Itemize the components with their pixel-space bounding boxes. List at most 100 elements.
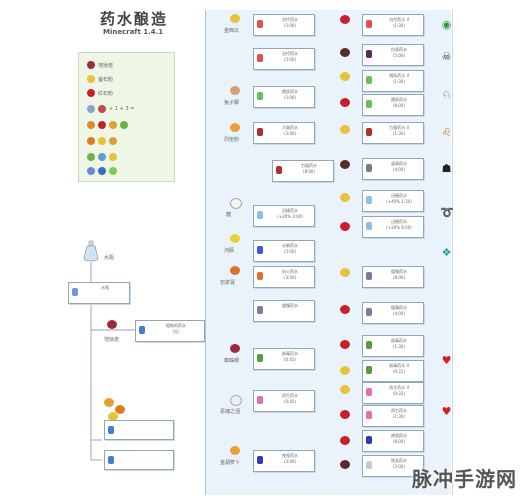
divider xyxy=(452,10,453,495)
glowstone-icon xyxy=(340,72,350,81)
fermented-spider-eye-icon xyxy=(340,160,350,169)
redstone-icon xyxy=(87,89,95,97)
potion-icon xyxy=(366,76,372,84)
potion-icon xyxy=(366,20,372,28)
water-bottle-card: 水瓶 xyxy=(68,282,130,304)
potion-card: 再生药水 II (0:22) xyxy=(362,382,424,404)
heart-icon: ♥ xyxy=(441,405,452,418)
ingredient-icon xyxy=(115,405,125,414)
lion-icon: ♌ xyxy=(441,126,452,139)
ingredient-label: 河豚 xyxy=(224,248,235,254)
card-text: 跳跃药水 (3:00) xyxy=(282,89,298,100)
card-text: 粗制的药水 (无) xyxy=(166,323,186,334)
redstone-icon xyxy=(340,222,350,231)
water-bottle-label: 水瓶 xyxy=(104,255,115,261)
spider-eye-icon xyxy=(230,344,240,353)
card-text: 再生药水 (0:45) xyxy=(282,393,298,404)
ghast-tear-icon xyxy=(230,395,242,406)
card-text: 治疗药水 II (1:30) xyxy=(389,17,409,28)
glowstone-icon xyxy=(340,268,350,277)
potion-card: 抗火药水 (3:00) xyxy=(253,266,315,288)
potion-card: 跳跃药水 (3:00) xyxy=(253,86,315,108)
watermark: 脉冲手游网 xyxy=(412,467,517,491)
glowstone-icon xyxy=(340,385,350,394)
potion-card: 缓慢药水 (8:00) xyxy=(362,266,424,288)
potion-icon xyxy=(366,411,372,419)
ingredient-icon xyxy=(98,167,106,175)
card-text: 隐身药水 (3:00) xyxy=(391,458,407,469)
ingredient-label: 蜘蛛眼 xyxy=(224,358,240,364)
potion-card: 剧毒药水 II (0:22) xyxy=(362,360,424,382)
potion-icon xyxy=(366,50,372,58)
nether-wart-icon xyxy=(87,61,95,69)
ingredient-icon xyxy=(109,137,117,145)
potion-icon xyxy=(257,396,263,404)
legend-box: 地狱疣 萤石粉 红石粉 + 1 + 3 = xyxy=(78,52,175,182)
fermented-spider-eye-icon xyxy=(340,460,350,469)
potion-icon xyxy=(366,222,372,230)
fermented-spider-eye-icon xyxy=(340,48,350,57)
card-text: 迅捷药水 (+20% 3:00) xyxy=(277,208,303,219)
potion-icon xyxy=(366,436,372,444)
redstone-icon xyxy=(340,15,350,24)
ingredient-icon xyxy=(109,167,117,175)
card-text: 迅捷药水 (+20% 8:00) xyxy=(386,219,412,230)
legend-row: 红石粉 xyxy=(87,89,113,97)
card-text: 剧毒药水 II (0:22) xyxy=(389,363,409,374)
ingredient-label: 金西瓜 xyxy=(224,28,240,34)
ingredient-icon xyxy=(87,137,95,145)
card-text: 水瓶 xyxy=(101,285,109,290)
potion-card: 剧毒药水 (0:45) xyxy=(253,348,315,370)
card-text: 跳跃药水 (8:00) xyxy=(391,97,407,108)
ingredient-icon xyxy=(108,412,118,421)
potion-card: 跳跃药水 II (1:30) xyxy=(362,70,424,92)
page-subtitle: Minecraft 1.4.1 xyxy=(103,28,164,36)
rabbit-icon: ♘ xyxy=(441,88,452,101)
potion-icon xyxy=(366,164,372,172)
card-text: 力量药水 II (1:30) xyxy=(389,125,409,136)
water-breathing-icon: ❖ xyxy=(441,246,452,259)
card-text: 剧毒药水 (1:30) xyxy=(391,338,407,349)
sugar-icon xyxy=(230,198,242,209)
potion-card: 力量药水 (3:00) xyxy=(253,122,315,144)
card-text: 夜视药水 (8:00) xyxy=(391,433,407,444)
ingredient-icon xyxy=(87,121,95,129)
potion-card: 水肺药水 (3:00) xyxy=(253,240,315,262)
rabbit-foot-icon xyxy=(230,86,240,95)
ingredient-icon xyxy=(104,398,114,407)
legend-row xyxy=(87,153,117,161)
potion-card: 治疗药水 (3:00) xyxy=(253,48,315,70)
ingredient-icon xyxy=(87,167,95,175)
card-text: 抗火药水 (3:00) xyxy=(282,269,298,280)
potion-icon xyxy=(366,100,372,108)
card-text: 力量药水 (3:00) xyxy=(282,125,298,136)
ingredient-icon xyxy=(120,121,128,129)
card-text: 缓慢药水 xyxy=(282,303,298,308)
eye-icon: ◉ xyxy=(441,18,452,31)
card-text: 治疗药水 (3:00) xyxy=(282,17,298,28)
legend-row: 地狱疣 xyxy=(87,61,113,69)
card-text: 伤害药水 (5:00) xyxy=(391,47,407,58)
potion-icon xyxy=(257,354,263,362)
card-text: 跳跃药水 II (1:30) xyxy=(389,73,409,84)
nether-wart-icon xyxy=(107,320,117,329)
pufferfish-icon xyxy=(230,234,240,243)
potion-card: 隐身药水 (3:00) xyxy=(362,455,424,477)
potion-card: 再生药水 (1:30) xyxy=(362,405,424,427)
legend-row xyxy=(87,167,117,175)
card-text: 治疗药水 (3:00) xyxy=(282,51,298,62)
weakness-icon: ☗ xyxy=(441,162,452,175)
potion-card: 虚弱药水 (4:00) xyxy=(362,158,424,180)
card-text: 剧毒药水 (0:45) xyxy=(282,351,298,362)
brewed-card xyxy=(104,420,174,440)
legend-row: + 1 + 3 = xyxy=(87,105,134,113)
potion-icon xyxy=(257,54,263,62)
potion-card: 缓慢药水 xyxy=(253,300,315,322)
potion-icon xyxy=(257,306,263,314)
card-text: 力量药水 (8:00) xyxy=(301,163,317,174)
page-title: 药水酿造 xyxy=(100,10,169,28)
potion-icon xyxy=(139,326,145,334)
potion-icon xyxy=(276,166,282,174)
glowstone-icon xyxy=(340,366,350,375)
ingredient-label: 岩浆膏 xyxy=(220,280,236,286)
